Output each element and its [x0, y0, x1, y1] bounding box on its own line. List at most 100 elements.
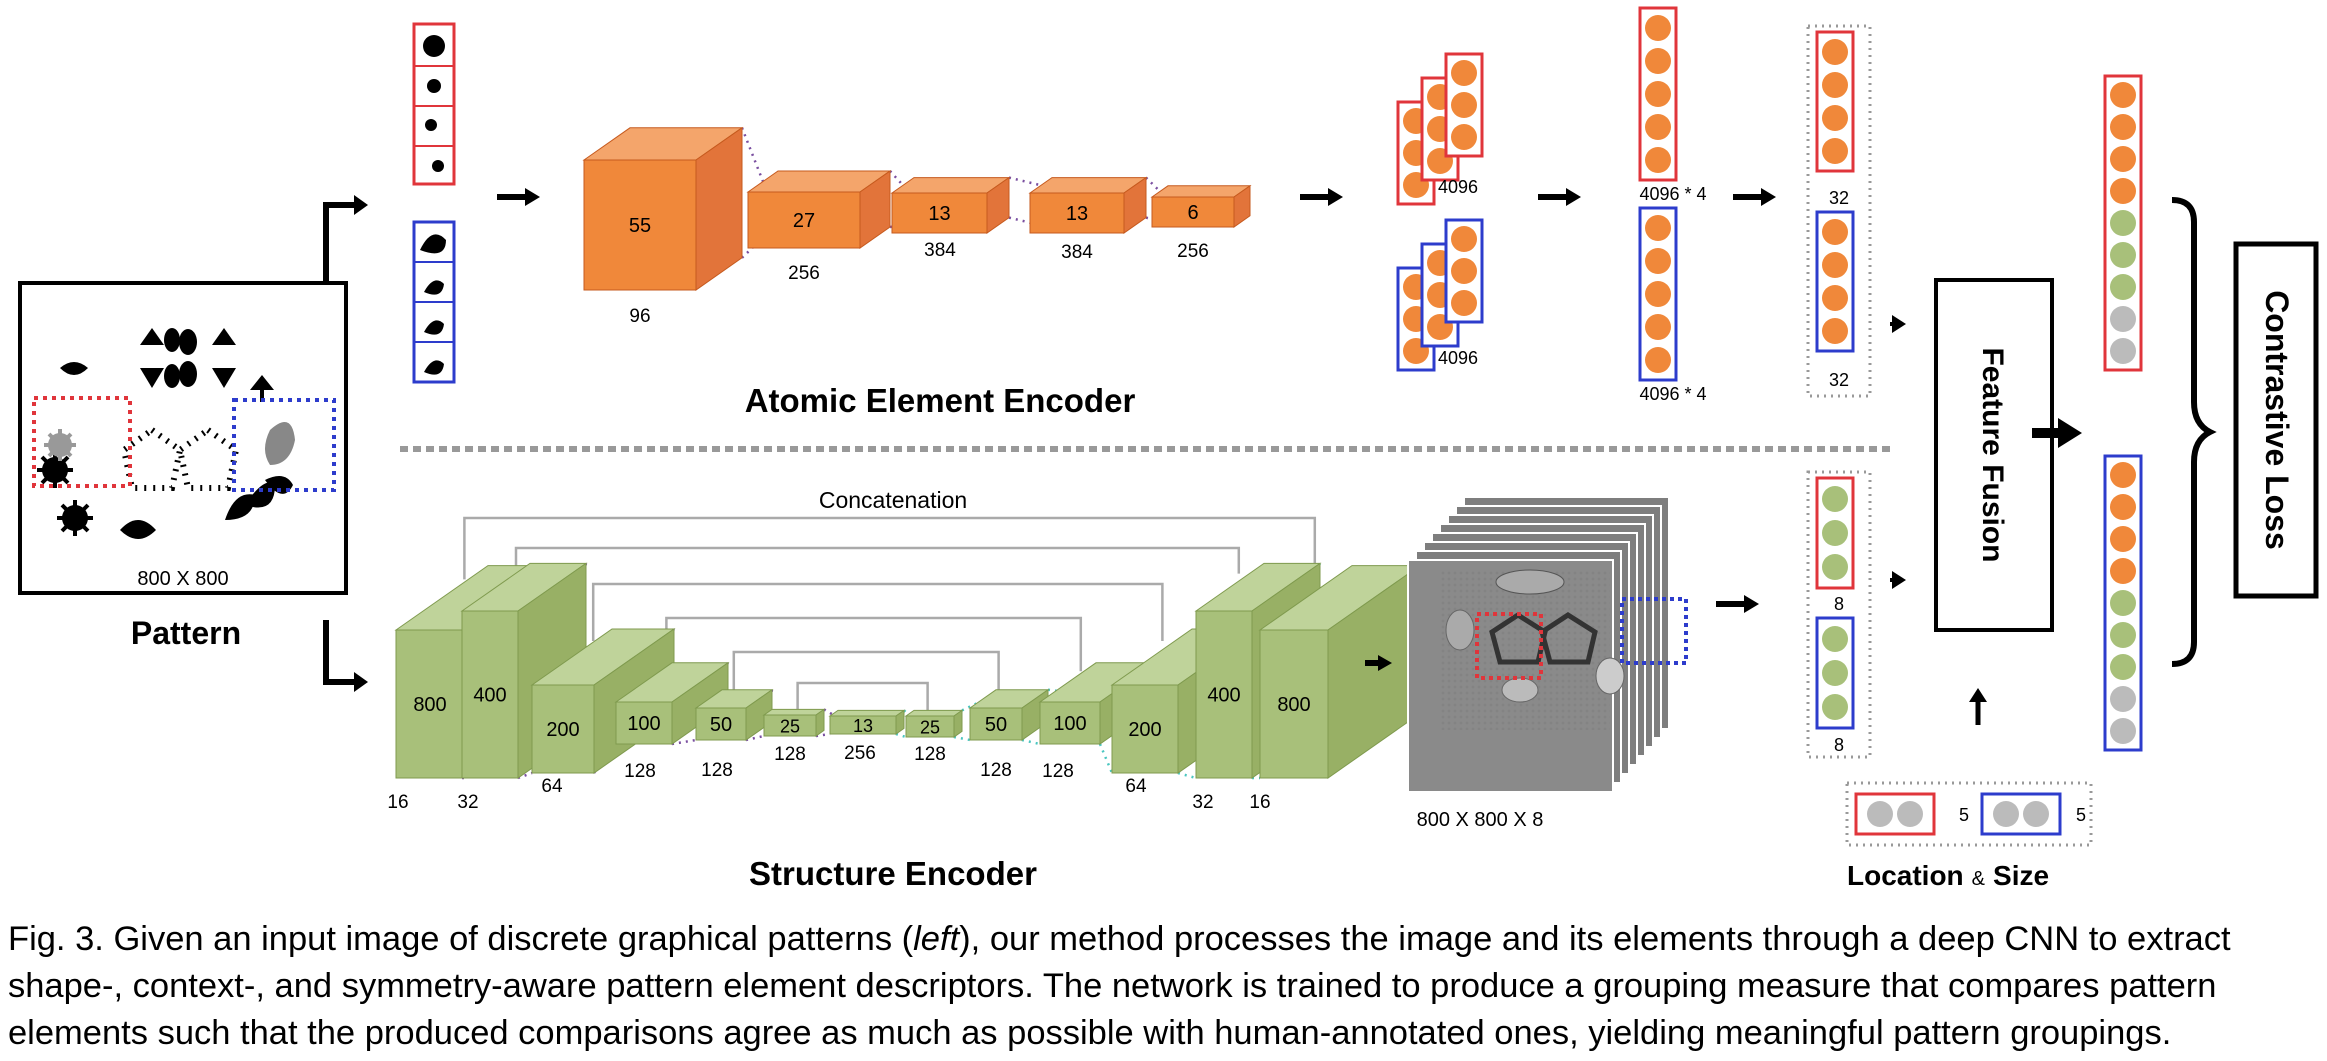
- caption-part-2: ), our method processes the image and it…: [8, 920, 2231, 1052]
- out32-blue-unit: [1822, 285, 1848, 311]
- out32-red: [1815, 30, 1855, 173]
- fc-red-2: [1420, 76, 1460, 182]
- arrow-to-concat-head: [1566, 188, 1581, 206]
- out8-blue-unit: [1822, 694, 1848, 720]
- structure-output-group: [1806, 470, 1872, 759]
- location-amp: &: [1972, 868, 1986, 890]
- structure-layer-5-size: 50: [710, 714, 732, 736]
- arrow-to-final-head: [2058, 418, 2082, 448]
- location-dim-b: 5: [2076, 805, 2086, 825]
- loss-brace: [2171, 197, 2217, 667]
- fc-blue-3-unit: [1451, 290, 1477, 316]
- caption-italic: left: [913, 920, 960, 958]
- branch-arrow-bottom: [323, 620, 356, 685]
- structure-layer-12-channels: 32: [1192, 792, 1213, 813]
- skip-connection-5: [732, 650, 1000, 694]
- concatenation-label: Concatenation: [819, 487, 967, 513]
- arrow-to-conv-head: [525, 188, 540, 206]
- branch-arrow-top-head: [354, 195, 368, 215]
- structure-layer-9-channels: 128: [980, 760, 1012, 781]
- fc-label-blue: 4096: [1438, 348, 1478, 368]
- fusion-in-arrow-2: [1892, 571, 1906, 589]
- structure-layer-13-size: 800: [1277, 694, 1310, 716]
- final-descriptor-vectors: [2103, 74, 2143, 752]
- atomic-output-vectors: [1815, 30, 1855, 353]
- fc-red-3-unit: [1451, 124, 1477, 150]
- fusion-in-arrow-1: [1892, 315, 1906, 333]
- structure-output-vectors: [1815, 476, 1855, 730]
- concat-red: [1638, 6, 1678, 182]
- structure-layer-6-channels: 128: [774, 744, 806, 765]
- arrow-to-maps-head: [1378, 655, 1392, 671]
- location-size-title: Location&Size: [1847, 860, 2049, 891]
- fc-blue-3-unit: [1451, 258, 1477, 284]
- conv-layer-2-channels: 256: [788, 263, 820, 284]
- structure-layer-10-size: 100: [1053, 713, 1086, 735]
- blue-selection-box: [232, 398, 336, 492]
- atomic-elements-red-stack: [412, 22, 456, 186]
- network-diagram: 800 X 800 Pattern 5596272561338413384625…: [18, 6, 2319, 892]
- structure-layer-1-size: 800: [413, 694, 446, 716]
- structure-layer-13-channels: 16: [1249, 792, 1270, 813]
- fc-red-3: [1444, 52, 1484, 158]
- out8-blue: [1815, 616, 1855, 730]
- final-red-unit: [2110, 242, 2136, 268]
- contrastive-loss-label: Contrastive Loss: [2259, 290, 2295, 550]
- caption-part-1: Fig. 3. Given an input image of discrete…: [8, 920, 914, 958]
- arrow-to-32-head: [1761, 188, 1776, 206]
- final-red-unit: [2110, 114, 2136, 140]
- final-blue-unit: [2110, 622, 2136, 648]
- out32-red-unit: [1822, 39, 1848, 65]
- conv-layer-4-size: 13: [1066, 203, 1088, 225]
- arrow-to-fc-head: [1328, 188, 1343, 206]
- out32-blue-unit: [1822, 219, 1848, 245]
- concat-blue-unit: [1645, 248, 1671, 274]
- pattern-size-label: 800 X 800: [137, 568, 228, 590]
- atomic-encoder-title: Atomic Element Encoder: [745, 382, 1136, 419]
- structure-layer-11-size: 200: [1128, 719, 1161, 741]
- concat-blue-unit: [1645, 215, 1671, 241]
- structure-layer-7-channels: 256: [844, 743, 876, 764]
- final-blue-unit: [2110, 654, 2136, 680]
- dotted-pentagon-right: [176, 426, 240, 491]
- conv-layer-3-size: 13: [928, 203, 950, 225]
- concat-blue-unit: [1645, 347, 1671, 373]
- concat-red-unit: [1645, 147, 1671, 173]
- concat-red-unit: [1645, 81, 1671, 107]
- structure-layer-3-size: 200: [546, 719, 579, 741]
- feature-map-stack: [1407, 496, 1688, 793]
- final-blue-unit: [2110, 558, 2136, 584]
- concat-blue-unit: [1645, 314, 1671, 340]
- concat-blue: [1638, 206, 1678, 382]
- pattern-title: Pattern: [131, 615, 241, 651]
- out-label-8-b: 8: [1834, 735, 1844, 755]
- skip-connection-2: [514, 546, 1241, 574]
- skip-connection-1: [463, 516, 1317, 580]
- size-word: Size: [1993, 860, 2049, 891]
- concat-label-red: 4096 * 4: [1639, 184, 1706, 204]
- final-red-unit: [2110, 82, 2136, 108]
- concat-vectors: [1638, 6, 1678, 382]
- out-label-8-a: 8: [1834, 594, 1844, 614]
- input-pattern-panel: 800 X 800: [18, 281, 348, 595]
- gray-snowflake-motif: [44, 429, 76, 461]
- location-vector-red: [1854, 792, 1936, 836]
- concat-label-blue: 4096 * 4: [1639, 384, 1706, 404]
- gray-leaf-motif: [265, 422, 295, 465]
- out8-red: [1815, 476, 1855, 590]
- final-blue-unit: [2110, 494, 2136, 520]
- skip-connection-6: [796, 681, 929, 712]
- structure-layer-5-channels: 128: [701, 760, 733, 781]
- feature-map-content: [1440, 569, 1688, 730]
- conv-layer-1-channels: 96: [629, 306, 650, 327]
- structure-layer-5: 50 128: [694, 688, 774, 781]
